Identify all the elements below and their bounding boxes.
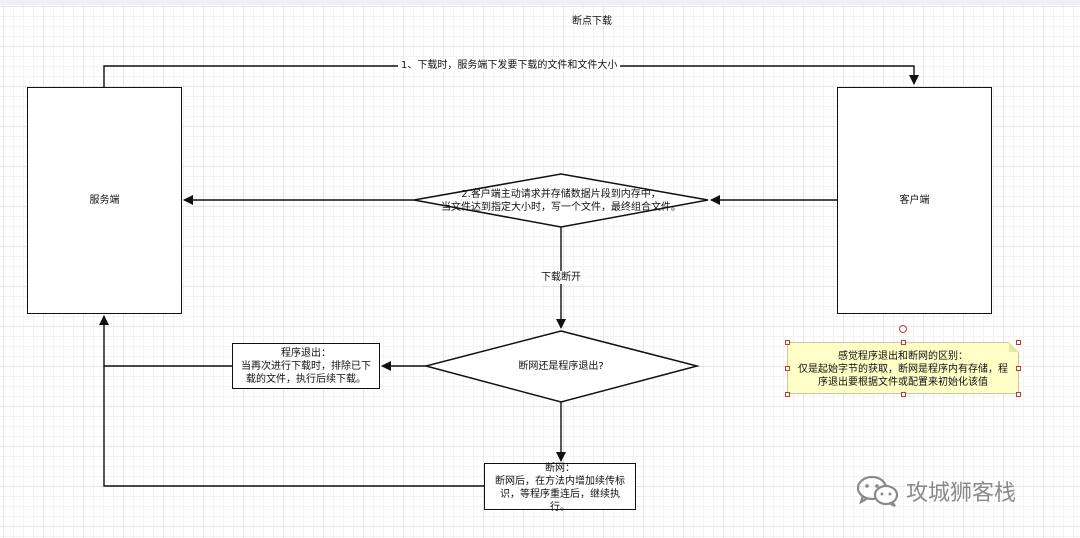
edge-label-disconnect: 下载断开 xyxy=(535,271,587,284)
server-node[interactable] xyxy=(27,87,182,314)
resize-handle-sw[interactable] xyxy=(785,392,790,397)
edge-label-step1: 1、下载时，服务端下发要下载的文件和文件大小 xyxy=(398,59,621,72)
decision-request-diamond[interactable] xyxy=(413,173,709,228)
resize-handle-nw[interactable] xyxy=(785,340,790,345)
resize-handle-n[interactable] xyxy=(901,340,906,345)
rotate-handle[interactable] xyxy=(899,325,907,333)
watermark: 攻城狮客栈 xyxy=(856,474,1016,508)
diagram-title: 断点下载 xyxy=(572,16,612,27)
server-label: 服务端 xyxy=(89,195,120,206)
resize-handle-w[interactable] xyxy=(785,366,790,371)
decision-exit-diamond[interactable] xyxy=(423,330,700,403)
decision-exit-label: 断网还是程序退出? xyxy=(518,361,604,372)
watermark-text: 攻城狮客栈 xyxy=(906,481,1017,506)
network-label: 断网： 断网后，在方法内增加续传标 识，等程序重连后，继续执 行。 xyxy=(495,463,625,513)
network-node[interactable] xyxy=(484,463,636,510)
client-label: 客户端 xyxy=(899,195,930,206)
exit-node[interactable] xyxy=(232,343,380,389)
resize-handle-ne[interactable] xyxy=(1016,340,1021,345)
edge-exitbox-to-server xyxy=(99,315,232,367)
wechat-icon xyxy=(856,475,899,507)
note-fold xyxy=(1009,342,1019,352)
exit-label: 程序退出： 当再次进行下载时，排除已下 载的文件，执行后续下载。 xyxy=(241,348,371,385)
edge-network-to-server xyxy=(103,366,484,487)
resize-handle-s[interactable] xyxy=(901,392,906,397)
note-label: 感觉程序退出和断网的区别： 仅是起始字节的获取，断网是程序内有存储，程 序退出要… xyxy=(798,351,1008,388)
resize-handle-se[interactable] xyxy=(1016,392,1021,397)
top-bar xyxy=(0,0,1080,5)
client-node[interactable] xyxy=(837,87,992,314)
resize-handle-e[interactable] xyxy=(1016,366,1021,371)
decision-request-label: 2.客户端主动请求并存储数据片段到内存中， 当文件达到指定大小时，写一个文件，最… xyxy=(441,189,681,213)
